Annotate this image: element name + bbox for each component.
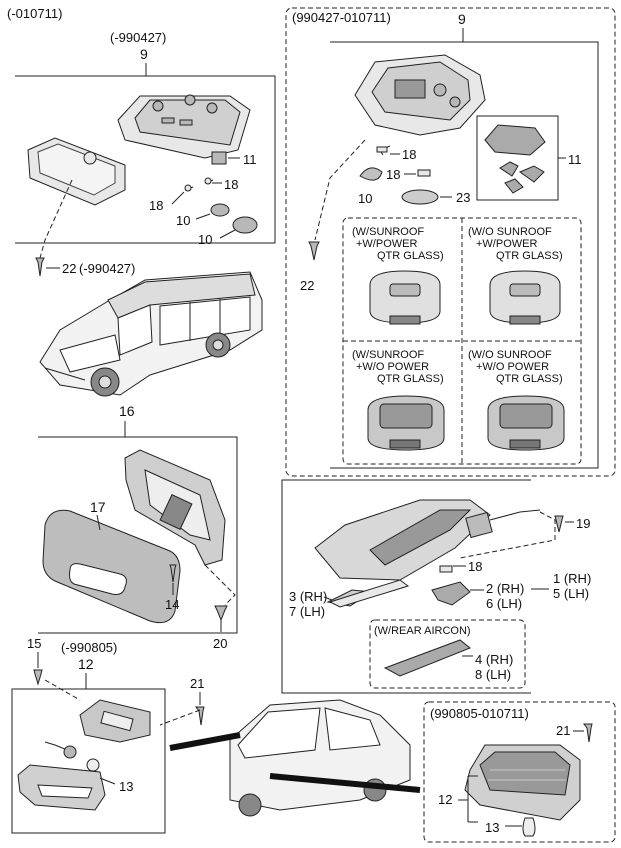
license-bulb-13 — [86, 758, 100, 772]
right-part-22: 22 — [300, 278, 314, 293]
variant-3-line3: QTR GLASS) — [377, 373, 444, 385]
stop-lamp-date: (990805-010711) — [430, 706, 529, 721]
right-lamp-dashed-frame — [285, 7, 616, 477]
right-part-10: 10 — [358, 191, 372, 206]
left-screw-22 — [35, 257, 45, 277]
variant-1: (W/SUNROOF +W/POWER QTR GLASS) — [352, 226, 444, 325]
variant-2-line1: (W/O SUNROOF — [468, 226, 552, 238]
console-box — [281, 479, 531, 694]
sunvisor-part-14: 14 — [165, 597, 179, 612]
right-room-lamp-section: (990427-010711) 9 18 10 18 23 11 — [285, 7, 616, 477]
rear-aircon-grille — [383, 639, 471, 677]
right-part-18b: 18 — [386, 167, 400, 182]
stop-part-21: 21 — [556, 723, 570, 738]
variant-2: (W/O SUNROOF +W/POWER QTR GLASS) — [468, 226, 563, 325]
console-part-8lh: 8 (LH) — [475, 667, 511, 682]
console-part-19: 19 — [576, 516, 590, 531]
rear-aircon-label: (W/REAR AIRCON) — [374, 625, 471, 637]
license-screw-15 — [33, 669, 43, 686]
console-part-1rh: 1 (RH) — [553, 571, 591, 586]
license-screw-21 — [195, 706, 205, 726]
header-range-label: (-010711) — [7, 6, 62, 21]
stop-part-13: 13 — [485, 820, 499, 835]
variant-1-line2: +W/POWER — [356, 238, 417, 250]
right-lamp-date: (990427-010711) — [292, 10, 391, 25]
variant-3: (W/SUNROOF +W/O POWER QTR GLASS) — [352, 349, 445, 451]
stop-part-12: 12 — [438, 792, 452, 807]
sunvisor-screw-20 — [214, 605, 228, 622]
sunvisor-section: 16 17 14 20 — [38, 403, 238, 651]
console-part-5lh: 5 (LH) — [553, 586, 589, 601]
license-part-21: 21 — [190, 676, 204, 691]
variant-1-line3: QTR GLASS) — [377, 250, 444, 262]
variant-2-line2: +W/POWER — [476, 238, 537, 250]
right-part-18a: 18 — [402, 147, 416, 162]
left-part-11-shape — [211, 151, 227, 165]
right-part-11: 11 — [568, 152, 582, 167]
sunvisor-lens-17 — [42, 509, 181, 624]
license-box — [11, 688, 166, 834]
left-part-18a: 18 — [149, 198, 163, 213]
variant-4: (W/O SUNROOF +W/O POWER QTR GLASS) — [468, 349, 565, 451]
left-lamp-date: (-990427) — [110, 30, 166, 45]
left-part-11: 11 — [243, 152, 257, 167]
right-screw-22 — [308, 241, 320, 261]
license-lamp-section: 15 (-990805) 12 13 21 — [11, 636, 205, 834]
left-lamp-box — [15, 75, 276, 244]
license-part-13: 13 — [119, 779, 133, 794]
left-part-10b: 10 — [198, 232, 212, 247]
license-part-15: 15 — [27, 636, 41, 651]
van-illustration-rear — [169, 699, 421, 817]
left-part-22-note: (-990427) — [79, 261, 135, 276]
overhead-console-section: 18 19 3 (RH) 7 (LH) 2 (RH) 6 (LH) 1 (RH)… — [281, 479, 591, 694]
stop-lamp-section: (990805-010711) 21 12 13 — [423, 701, 616, 843]
variant-1-line1: (W/SUNROOF — [352, 226, 424, 238]
variant-4-line2: +W/O POWER — [476, 361, 549, 373]
console-part-7lh: 7 (LH) — [289, 604, 325, 619]
variant-4-line3: QTR GLASS) — [496, 373, 563, 385]
sunvisor-box — [38, 436, 238, 634]
left-room-lamp-section: (-990427) 9 11 18 18 10 10 — [15, 30, 276, 277]
console-part-2rh: 2 (RH) — [486, 581, 524, 596]
sunvisor-ref: 16 — [119, 403, 135, 419]
sunvisor-part-20: 20 — [213, 636, 227, 651]
variant-3-line1: (W/SUNROOF — [352, 349, 424, 361]
stop-screw-21 — [583, 723, 593, 743]
sunvisor-part-17: 17 — [90, 499, 106, 515]
left-lamp-ref: 9 — [140, 46, 148, 62]
console-part-4rh: 4 (RH) — [475, 652, 513, 667]
license-ref: 12 — [78, 656, 94, 672]
left-part-18b: 18 — [224, 177, 238, 192]
console-part-6lh: 6 (LH) — [486, 596, 522, 611]
van-illustration-front — [39, 271, 263, 397]
stop-lamp-frame — [423, 701, 616, 843]
left-part-22: 22 — [62, 261, 76, 276]
stop-bulb-13 — [522, 817, 536, 837]
left-part-10a: 10 — [176, 213, 190, 228]
console-part-3rh: 3 (RH) — [289, 589, 327, 604]
left-bulb-10b — [232, 216, 258, 234]
license-socket — [63, 745, 77, 759]
right-lamp-ref: 9 — [458, 11, 466, 27]
right-lens-23 — [401, 189, 439, 205]
rear-aircon-frame — [369, 619, 526, 689]
console-lens-2-6 — [431, 581, 471, 606]
right-lamp-box — [330, 41, 599, 469]
license-date: (-990805) — [61, 640, 117, 655]
console-screw-19 — [554, 515, 564, 533]
console-part-18: 18 — [468, 559, 482, 574]
variant-2-line3: QTR GLASS) — [496, 250, 563, 262]
right-bulb-10 — [359, 167, 383, 181]
variant-4-line1: (W/O SUNROOF — [468, 349, 552, 361]
variant-3-line2: +W/O POWER — [356, 361, 429, 373]
left-bulb-10a — [210, 203, 230, 217]
right-part-23: 23 — [456, 190, 470, 205]
